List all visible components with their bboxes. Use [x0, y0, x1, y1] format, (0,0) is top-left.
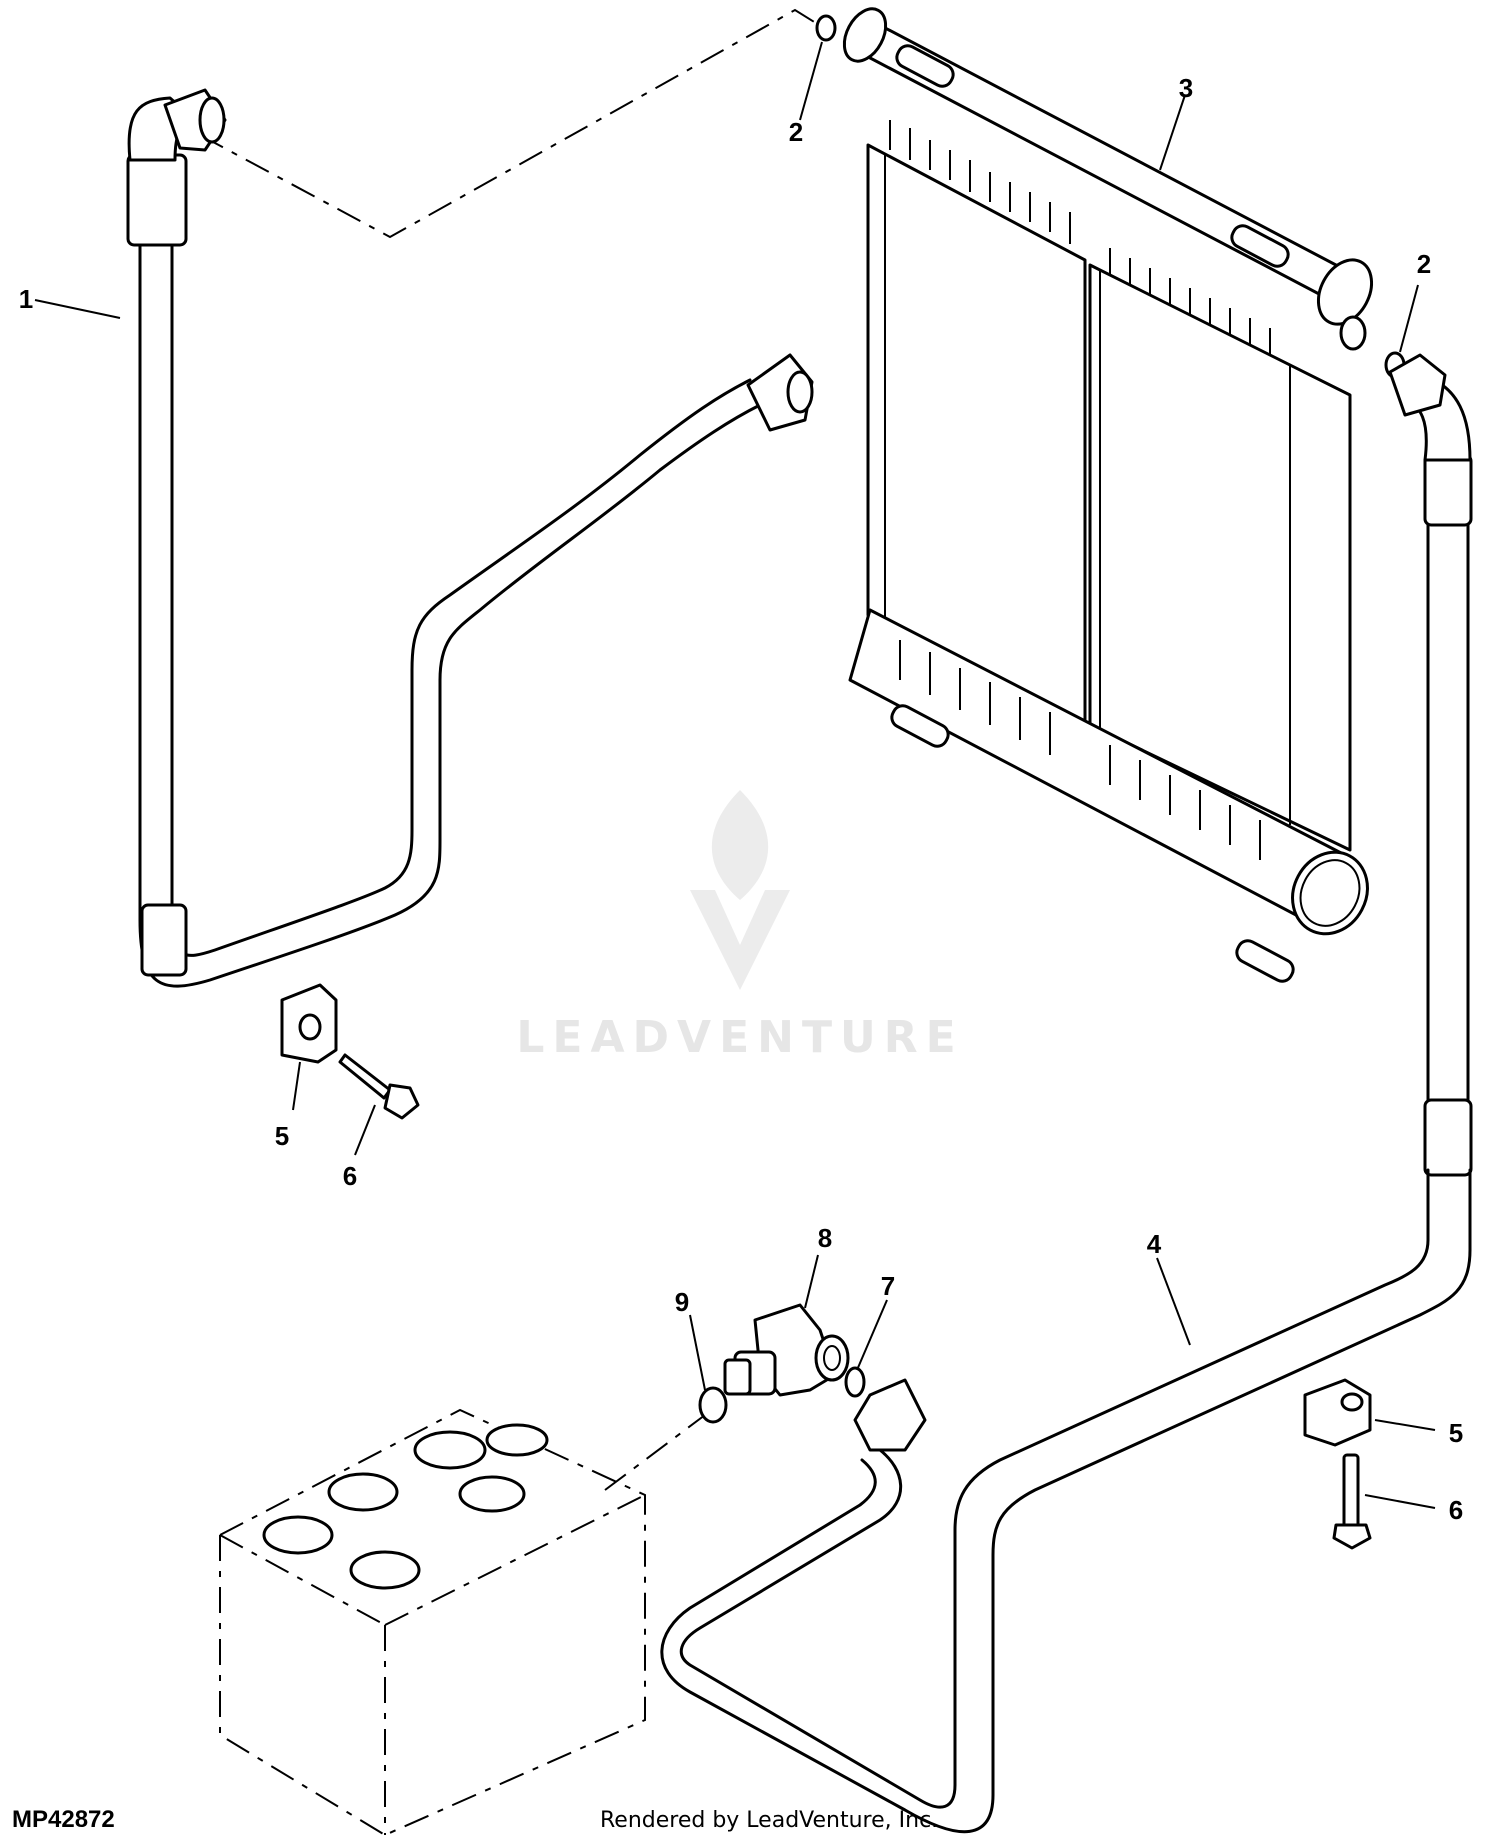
o-ring-7[interactable]	[844, 1366, 866, 1398]
reference-code: MP42872	[12, 1806, 115, 1833]
bolt-left[interactable]	[338, 1053, 420, 1120]
callout-leaders	[34, 41, 1436, 1509]
callout-6-right[interactable]: 6	[1449, 1495, 1463, 1525]
o-ring-top[interactable]	[815, 14, 837, 42]
callout-9[interactable]: 9	[675, 1287, 689, 1317]
connection-lines	[199, 8, 836, 1491]
hose-4[interactable]	[660, 353, 1473, 1834]
callout-8[interactable]: 8	[818, 1223, 832, 1253]
clamp-left[interactable]	[280, 983, 338, 1064]
elbow-fitting[interactable]	[723, 1303, 850, 1397]
callout-3[interactable]: 3	[1179, 73, 1193, 103]
watermark-text: LEADVENTURE	[516, 1012, 963, 1063]
watermark: LEADVENTURE	[516, 790, 963, 1063]
callout-5-right[interactable]: 5	[1449, 1418, 1463, 1448]
callout-labels: 1 2 2 3 4 5 5 6 6 7 8 9	[19, 73, 1463, 1525]
callout-2-top[interactable]: 2	[789, 117, 803, 147]
callout-2-right[interactable]: 2	[1417, 249, 1431, 279]
cooler-fins-bottom	[899, 640, 1261, 860]
callout-7[interactable]: 7	[881, 1271, 895, 1301]
watermark-v-icon	[690, 890, 790, 990]
control-valve-reference	[219, 1408, 646, 1836]
hose-1[interactable]	[126, 88, 814, 988]
credit-line: Rendered by LeadVenture, Inc.	[600, 1808, 938, 1833]
dashline-valve-to-fitting	[604, 1414, 706, 1491]
callout-4[interactable]: 4	[1147, 1229, 1162, 1259]
dashline-hose1-to-cooler	[199, 8, 836, 239]
o-ring-9[interactable]	[698, 1386, 728, 1424]
callout-1[interactable]: 1	[19, 284, 33, 314]
watermark-flame-icon	[711, 790, 769, 900]
clamp-right[interactable]	[1303, 1378, 1372, 1447]
callout-6-left[interactable]: 6	[343, 1161, 357, 1191]
callout-5-left[interactable]: 5	[275, 1121, 289, 1151]
bolt-right[interactable]	[1332, 1453, 1372, 1550]
oil-cooler[interactable]	[836, 2, 1382, 985]
